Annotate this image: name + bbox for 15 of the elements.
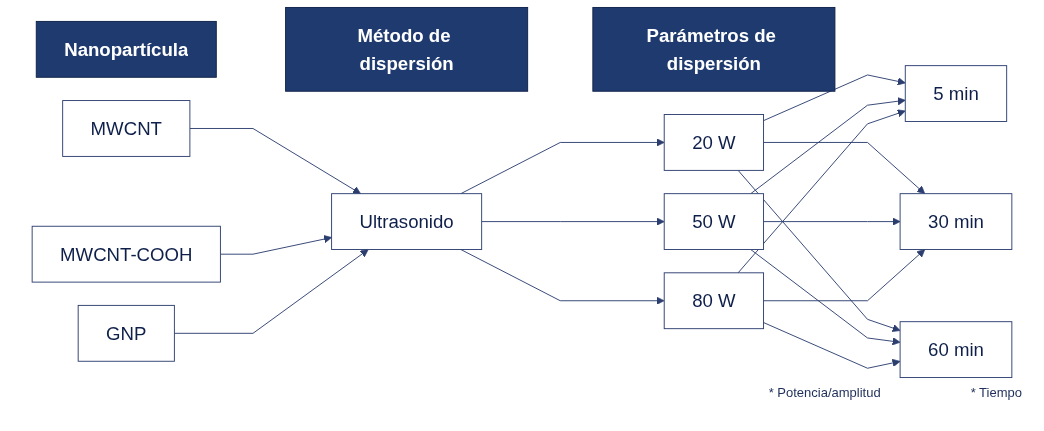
- node-box: Nanopartícula: [35, 20, 217, 78]
- node-box: 80 W: [663, 272, 764, 330]
- node-box: GNP: [77, 304, 175, 362]
- node-box: 5 min: [904, 65, 1008, 122]
- node-box: 60 min: [899, 321, 1013, 378]
- node-box: 30 min: [899, 193, 1013, 250]
- node-box: Parámetros de dispersión: [592, 7, 836, 92]
- footnote: * Tiempo: [970, 385, 1022, 400]
- node-box: Método de dispersión: [285, 7, 529, 92]
- node-box: MWCNT-COOH: [31, 225, 221, 283]
- node-box: 20 W: [663, 114, 764, 171]
- node-box: MWCNT: [62, 100, 191, 157]
- node-box: 50 W: [663, 193, 764, 250]
- footnote: * Potencia/amplitud: [768, 385, 881, 400]
- node-box: Ultrasonido: [331, 193, 483, 250]
